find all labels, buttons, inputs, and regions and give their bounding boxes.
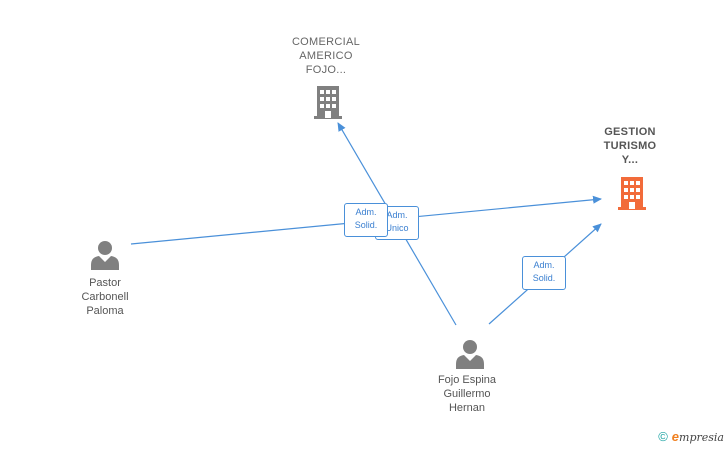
- footer-watermark: © empresia: [658, 429, 724, 444]
- edge-badge-fojo-gestion[interactable]: Adm. Solid.: [522, 256, 566, 290]
- company-gestion-label[interactable]: GESTION TURISMO Y...: [603, 126, 657, 166]
- person-icon[interactable]: [90, 240, 120, 270]
- company-comercial-label[interactable]: COMERCIAL AMERICO FOJO...: [291, 36, 361, 76]
- person-fojo-label[interactable]: Fojo Espina Guillermo Hernan: [437, 374, 497, 414]
- building-icon[interactable]: [616, 175, 648, 211]
- person-icon[interactable]: [455, 339, 485, 369]
- empresia-logo[interactable]: empresia: [671, 429, 724, 444]
- edge-badge-pastor-gestion[interactable]: Adm. Solid.: [344, 203, 388, 237]
- building-icon[interactable]: [312, 84, 344, 120]
- person-pastor-label[interactable]: Pastor Carbonell Paloma: [81, 277, 129, 317]
- copyright-symbol: ©: [658, 429, 668, 444]
